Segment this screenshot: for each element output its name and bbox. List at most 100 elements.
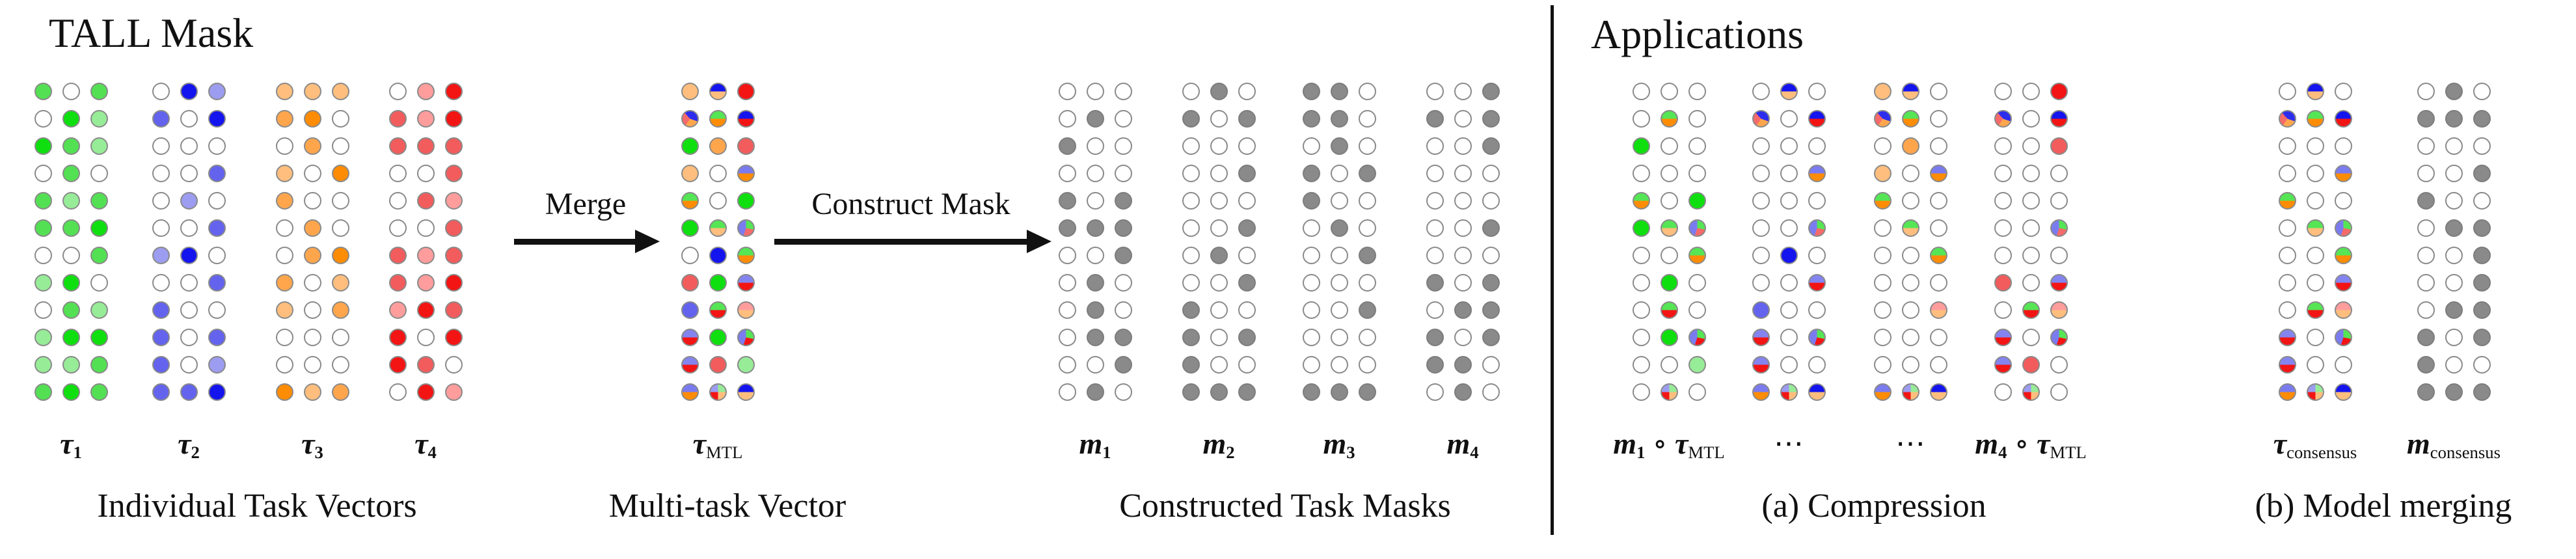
caption-constructed-task-masks: Constructed Task Masks (1119, 487, 1451, 525)
grid-cell (208, 355, 226, 374)
grid-cell (2473, 328, 2491, 346)
grid-cell (1058, 383, 1076, 401)
grid-cell (1752, 383, 1770, 401)
grid-label-taucons: τconsensus (2273, 427, 2357, 463)
grid-cell (303, 164, 321, 182)
grid-cell (1182, 383, 1200, 401)
grid-cell (1632, 273, 1650, 292)
grid-cell (1058, 137, 1076, 155)
grid-cell (303, 273, 321, 292)
grid-cell (90, 82, 108, 100)
grid-cell (152, 383, 170, 401)
grid-cell (152, 219, 170, 237)
grid-cell (1752, 191, 1770, 210)
grid-cell (34, 246, 52, 264)
grid-cell (1929, 301, 1947, 319)
grid-cell (1454, 246, 1472, 264)
grid-cell (388, 246, 407, 264)
grid-label-m1: m1 (1079, 427, 1111, 463)
grid-cell (303, 246, 321, 264)
grid-cell (388, 137, 407, 155)
grid-cell (681, 328, 699, 346)
grid-cell (152, 301, 170, 319)
grid-cell (90, 383, 108, 401)
grid-cell (1660, 383, 1678, 401)
grid-cell (681, 301, 699, 319)
grid-cell (1901, 109, 1919, 128)
grid-cell (1688, 109, 1706, 128)
grid-cell (1688, 191, 1706, 210)
grid-cell (1182, 301, 1200, 319)
grid-cell (1632, 355, 1650, 374)
grid-cell (1752, 246, 1770, 264)
grid-cell (1454, 219, 1472, 237)
grid-cell (303, 191, 321, 210)
grid-comp1 (1632, 82, 1706, 401)
grid-cell (208, 109, 226, 128)
grid-cell (208, 328, 226, 346)
grid-cell (444, 383, 463, 401)
grid-cell (208, 164, 226, 182)
grid-cell (90, 191, 108, 210)
grid-cell (2334, 109, 2352, 128)
grid-cell (1358, 164, 1376, 182)
vertical-divider (1551, 5, 1554, 535)
grid-cell (1482, 164, 1500, 182)
grid-cell (1994, 246, 2012, 264)
grid-cell (62, 109, 80, 128)
grid-cell (34, 109, 52, 128)
grid-cell (1426, 109, 1444, 128)
grid-cell (1482, 383, 1500, 401)
grid-cell (34, 383, 52, 401)
grid-cell (1752, 109, 1770, 128)
grid-cell (1752, 301, 1770, 319)
grid-cell (1901, 383, 1919, 401)
grid-cell (444, 82, 463, 100)
grid-cell (1426, 164, 1444, 182)
grid-cell (1358, 109, 1376, 128)
grid-cell (1808, 355, 1826, 374)
grid-cell (1426, 273, 1444, 292)
grid-cell (1454, 273, 1472, 292)
grid-cell (1994, 301, 2012, 319)
grid-cell (1358, 273, 1376, 292)
grid-cell (303, 109, 321, 128)
grid-cell (1238, 328, 1256, 346)
grid-cell (1426, 191, 1444, 210)
grid-label-tau1: τ1 (60, 427, 82, 463)
grid-cell (1086, 109, 1104, 128)
grid-cell (34, 191, 52, 210)
grid-cell (2306, 273, 2324, 292)
grid-cell (1058, 82, 1076, 100)
grid-cell (1688, 301, 1706, 319)
grid-cell (1929, 246, 1947, 264)
grid-cell (1632, 109, 1650, 128)
grid-cell (1482, 246, 1500, 264)
grid-cell (1358, 355, 1376, 374)
grid-cell (180, 328, 198, 346)
grid-cell (1780, 191, 1798, 210)
grid-cell (1330, 164, 1348, 182)
grid-cell (1482, 137, 1500, 155)
grid-cell (1358, 328, 1376, 346)
grid-cell (331, 355, 349, 374)
grid-cell (1632, 219, 1650, 237)
grid-cell (1929, 164, 1947, 182)
grid-cell (1330, 137, 1348, 155)
grid-cell (1302, 383, 1320, 401)
grid-cell (709, 273, 727, 292)
grid-cell (388, 109, 407, 128)
grid-cell (1358, 219, 1376, 237)
grid-cell (737, 137, 755, 155)
grid-cell (388, 301, 407, 319)
grid-cell (1688, 328, 1706, 346)
grid-cell (709, 355, 727, 374)
grid-cell (1058, 273, 1076, 292)
grid-cell (152, 328, 170, 346)
grid-cell (1302, 109, 1320, 128)
grid-cell (1238, 109, 1256, 128)
grid-cell (331, 273, 349, 292)
grid-cell (1808, 191, 1826, 210)
grid-cell (180, 383, 198, 401)
grid-cell (2445, 301, 2463, 319)
